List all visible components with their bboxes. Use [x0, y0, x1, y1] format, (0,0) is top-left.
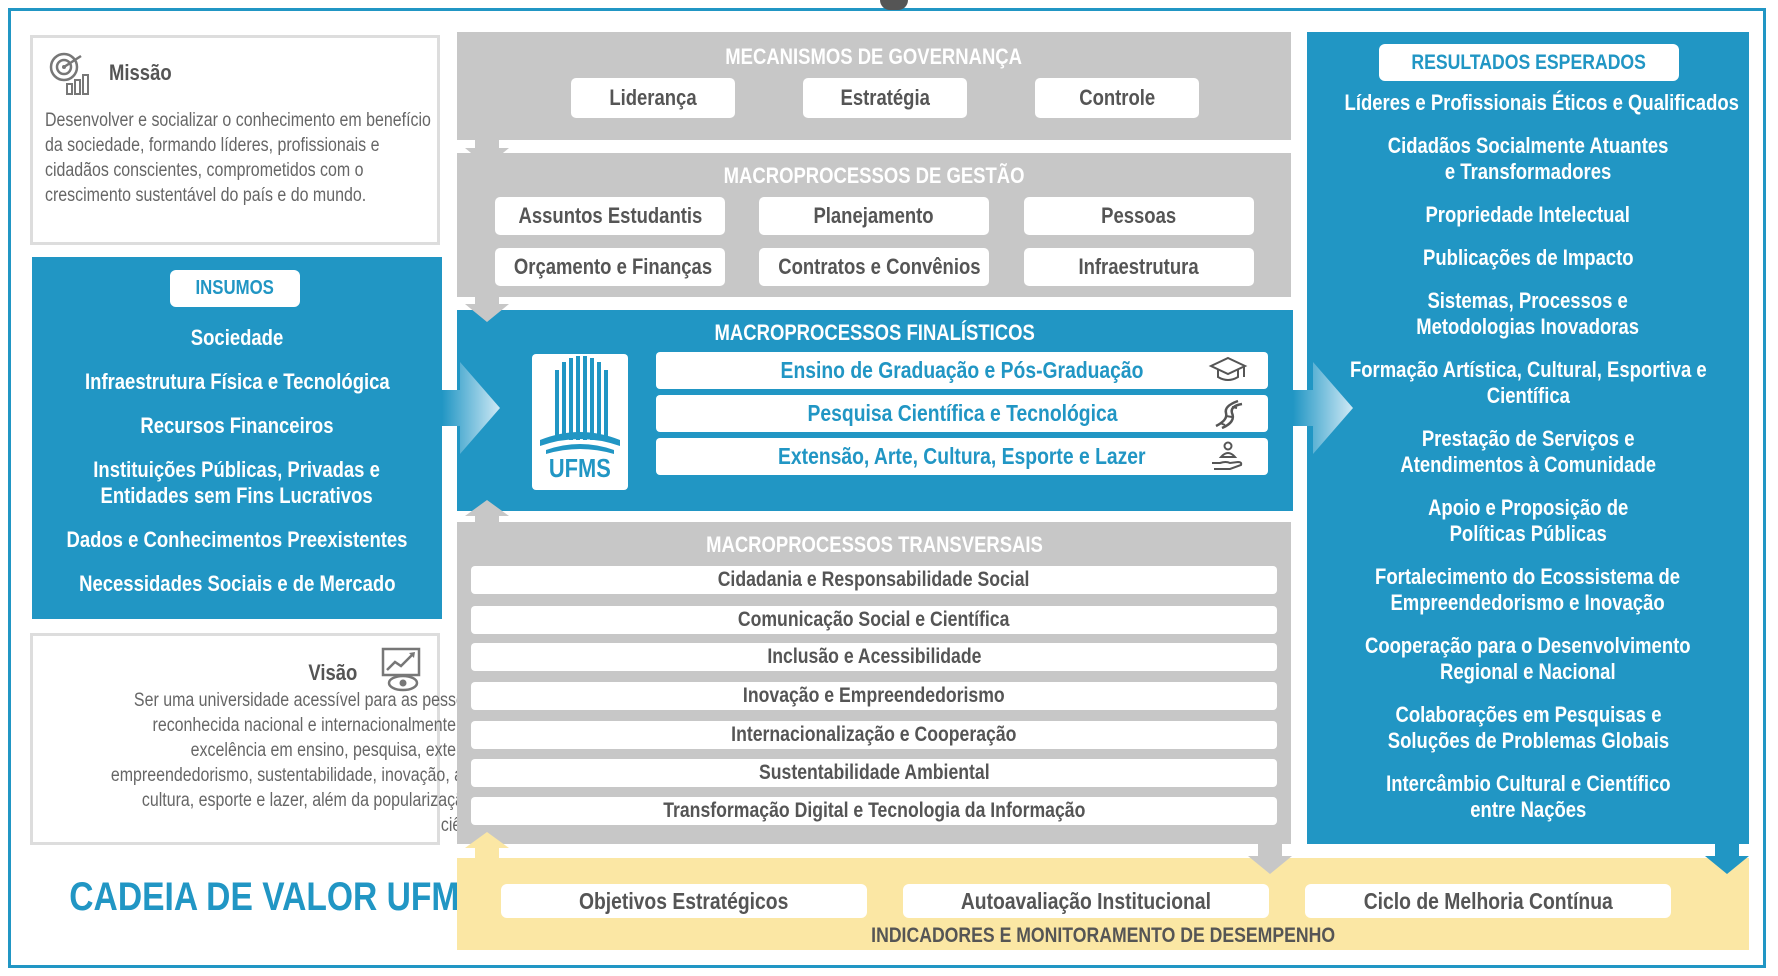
result-item: Fortalecimento do Ecossistema de Empreen…	[1375, 564, 1681, 615]
result-item: Publicações de Impacto	[1422, 245, 1634, 270]
governance-item: Estratégia	[803, 78, 967, 118]
management-block: MACROPROCESSOS DE GESTÃO Assuntos Estuda…	[457, 153, 1291, 297]
result-item: Prestação de Serviços e Atendimentos à C…	[1400, 426, 1656, 477]
result-item: Líderes e Profissionais Éticos e Qualifi…	[1344, 90, 1739, 115]
result-item: Cidadãos Socialmente Atuantes e Transfor…	[1387, 133, 1669, 184]
target-chart-icon	[49, 52, 89, 95]
transversal-item: Cidadania e Responsabilidade Social	[471, 566, 1277, 594]
result-item: Apoio e Proposição de Políticas Públicas	[1427, 495, 1629, 546]
input-item: Sociedade	[190, 325, 284, 350]
indicators-title: INDICADORES E MONITORAMENTO DE DESEMPENH…	[871, 924, 1335, 947]
results-title: RESULTADOS ESPERADOS	[1379, 44, 1679, 81]
results-list: Líderes e Profissionais Éticos e Qualifi…	[1307, 90, 1749, 840]
mission-text: Desenvolver e socializar o conhecimento …	[45, 110, 431, 206]
down-arrow-icon	[1248, 844, 1292, 874]
indicator-item: Ciclo de Melhoria Contínua	[1305, 884, 1671, 918]
dna-icon	[1215, 399, 1243, 429]
finalistic-block: MACROPROCESSOS FINALÍSTICOS UFMS Ensino …	[457, 310, 1293, 511]
down-arrow-icon	[1705, 844, 1749, 874]
inputs-panel: INSUMOS Sociedade Infraestrutura Física …	[32, 257, 442, 619]
governance-title: MECANISMOS DE GOVERNANÇA	[725, 44, 1023, 69]
result-item: Formação Artística, Cultural, Esportiva …	[1349, 357, 1707, 408]
indicator-item: Objetivos Estratégicos	[501, 884, 867, 918]
result-item: Propriedade Intelectual	[1425, 202, 1631, 227]
indicator-item: Autoavaliação Institucional	[903, 884, 1269, 918]
mission-title: Missão	[109, 60, 172, 85]
input-item: Infraestrutura Física e Tecnológica	[84, 369, 390, 394]
result-item: Intercâmbio Cultural e Científico entre …	[1385, 771, 1671, 822]
transversal-item: Inclusão e Acessibilidade	[471, 643, 1277, 671]
transversal-title: MACROPROCESSOS TRANSVERSAIS	[705, 532, 1043, 557]
vision-title: Visão	[308, 660, 357, 685]
finalistic-item-research: Pesquisa Científica e Tecnológica	[656, 395, 1268, 432]
ufms-logo: UFMS	[532, 354, 628, 490]
management-title: MACROPROCESSOS DE GESTÃO	[723, 163, 1025, 188]
management-item: Infraestrutura	[1024, 248, 1254, 286]
ufms-logo-text: UFMS	[549, 453, 611, 483]
finalistic-title: MACROPROCESSOS FINALÍSTICOS	[714, 320, 1036, 345]
hand-person-icon	[1212, 441, 1243, 470]
vision-chart-eye-icon	[381, 647, 421, 692]
transversal-item: Transformação Digital e Tecnologia da In…	[471, 797, 1277, 825]
transversal-item: Comunicação Social e Científica	[471, 606, 1277, 634]
input-item: Dados e Conhecimentos Preexistentes	[66, 527, 408, 552]
result-item: Colaborações em Pesquisas e Soluções de …	[1387, 702, 1669, 753]
down-arrow-icon	[465, 296, 509, 322]
management-item: Pessoas	[1024, 197, 1254, 235]
finalistic-item-extension: Extensão, Arte, Cultura, Esporte e Lazer	[656, 438, 1268, 475]
graduation-cap-icon	[1208, 356, 1248, 381]
governance-item: Liderança	[571, 78, 735, 118]
down-arrow-icon	[465, 140, 509, 166]
results-panel: RESULTADOS ESPERADOS Líderes e Profissio…	[1307, 32, 1749, 844]
transversal-block: MACROPROCESSOS TRANSVERSAIS Cidadania e …	[457, 522, 1291, 844]
ufms-building-icon	[540, 356, 620, 454]
management-item: Orçamento e Finanças	[495, 248, 725, 286]
governance-item: Controle	[1035, 78, 1199, 118]
process-to-results-arrow	[1293, 362, 1353, 454]
top-ornament	[880, 0, 908, 10]
input-item: Recursos Financeiros	[140, 413, 334, 438]
input-item: Necessidades Sociais e de Mercado	[78, 571, 396, 596]
management-item: Planejamento	[759, 197, 989, 235]
finalistic-item-teaching: Ensino de Graduação e Pós-Graduação	[656, 352, 1268, 389]
vision-panel: Visão Ser uma universidade acessível par…	[30, 633, 495, 845]
inputs-to-process-arrow	[442, 362, 500, 454]
mission-panel: Missão Desenvolver e socializar o conhec…	[30, 35, 440, 245]
input-item: Instituições Públicas, Privadas e Entida…	[93, 457, 381, 508]
inputs-title: INSUMOS	[170, 270, 300, 307]
result-item: Sistemas, Processos e Metodologias Inova…	[1416, 288, 1640, 339]
inputs-list: Sociedade Infraestrutura Física e Tecnol…	[32, 325, 442, 615]
indicators-block: Objetivos Estratégicos Autoavaliação Ins…	[457, 858, 1749, 950]
governance-block: MECANISMOS DE GOVERNANÇA Liderança Estra…	[457, 32, 1291, 140]
management-item: Assuntos Estudantis	[495, 197, 725, 235]
transversal-item: Sustentabilidade Ambiental	[471, 759, 1277, 787]
page-title: CADEIA DE VALOR UFMS	[69, 875, 482, 919]
management-item: Contratos e Convênios	[759, 248, 989, 286]
transversal-item: Inovação e Empreendedorismo	[471, 682, 1277, 710]
vision-text: Ser uma universidade acessível para as p…	[110, 690, 495, 836]
result-item: Cooperação para o Desenvolvimento Region…	[1365, 633, 1691, 684]
up-arrow-icon	[465, 832, 509, 860]
up-arrow-icon	[465, 500, 509, 524]
transversal-item: Internacionalização e Cooperação	[471, 721, 1277, 749]
